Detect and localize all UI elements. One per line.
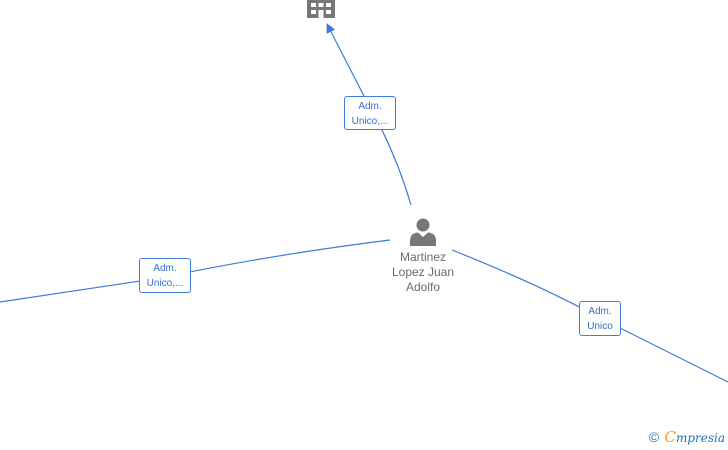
edge-label-left[interactable]: Adm. Unico,... bbox=[139, 258, 191, 293]
edge-label-line: Adm. bbox=[153, 263, 177, 274]
edge-label-line: Adm. bbox=[358, 101, 382, 112]
company-node[interactable] bbox=[305, 0, 337, 25]
building-icon bbox=[307, 0, 335, 18]
person-name-line: Martinez bbox=[399, 250, 446, 264]
person-name: Martinez Lopez Juan Adolfo bbox=[378, 250, 468, 295]
edge-label-line: Unico,... bbox=[351, 116, 389, 127]
footer-brand: © Cmpresia bbox=[649, 428, 725, 446]
edge-label-top[interactable]: Adm. Unico,... bbox=[344, 96, 396, 130]
person-name-line: Adolfo bbox=[405, 280, 441, 294]
person-name-line: Lopez Juan bbox=[391, 265, 455, 279]
edge-label-line: Adm. bbox=[588, 306, 612, 317]
person-icon bbox=[410, 218, 436, 246]
person-node[interactable]: Martinez Lopez Juan Adolfo bbox=[378, 216, 468, 295]
brand-initial: C bbox=[664, 428, 676, 446]
copyright-icon: © bbox=[648, 429, 660, 445]
edge-label-right[interactable]: Adm. Unico bbox=[579, 301, 621, 336]
edge-label-line: Unico,... bbox=[146, 278, 184, 289]
edge-label-line: Unico bbox=[587, 321, 613, 332]
edge-line-left[interactable] bbox=[0, 239, 391, 303]
brand-name: mpresia bbox=[675, 431, 725, 445]
